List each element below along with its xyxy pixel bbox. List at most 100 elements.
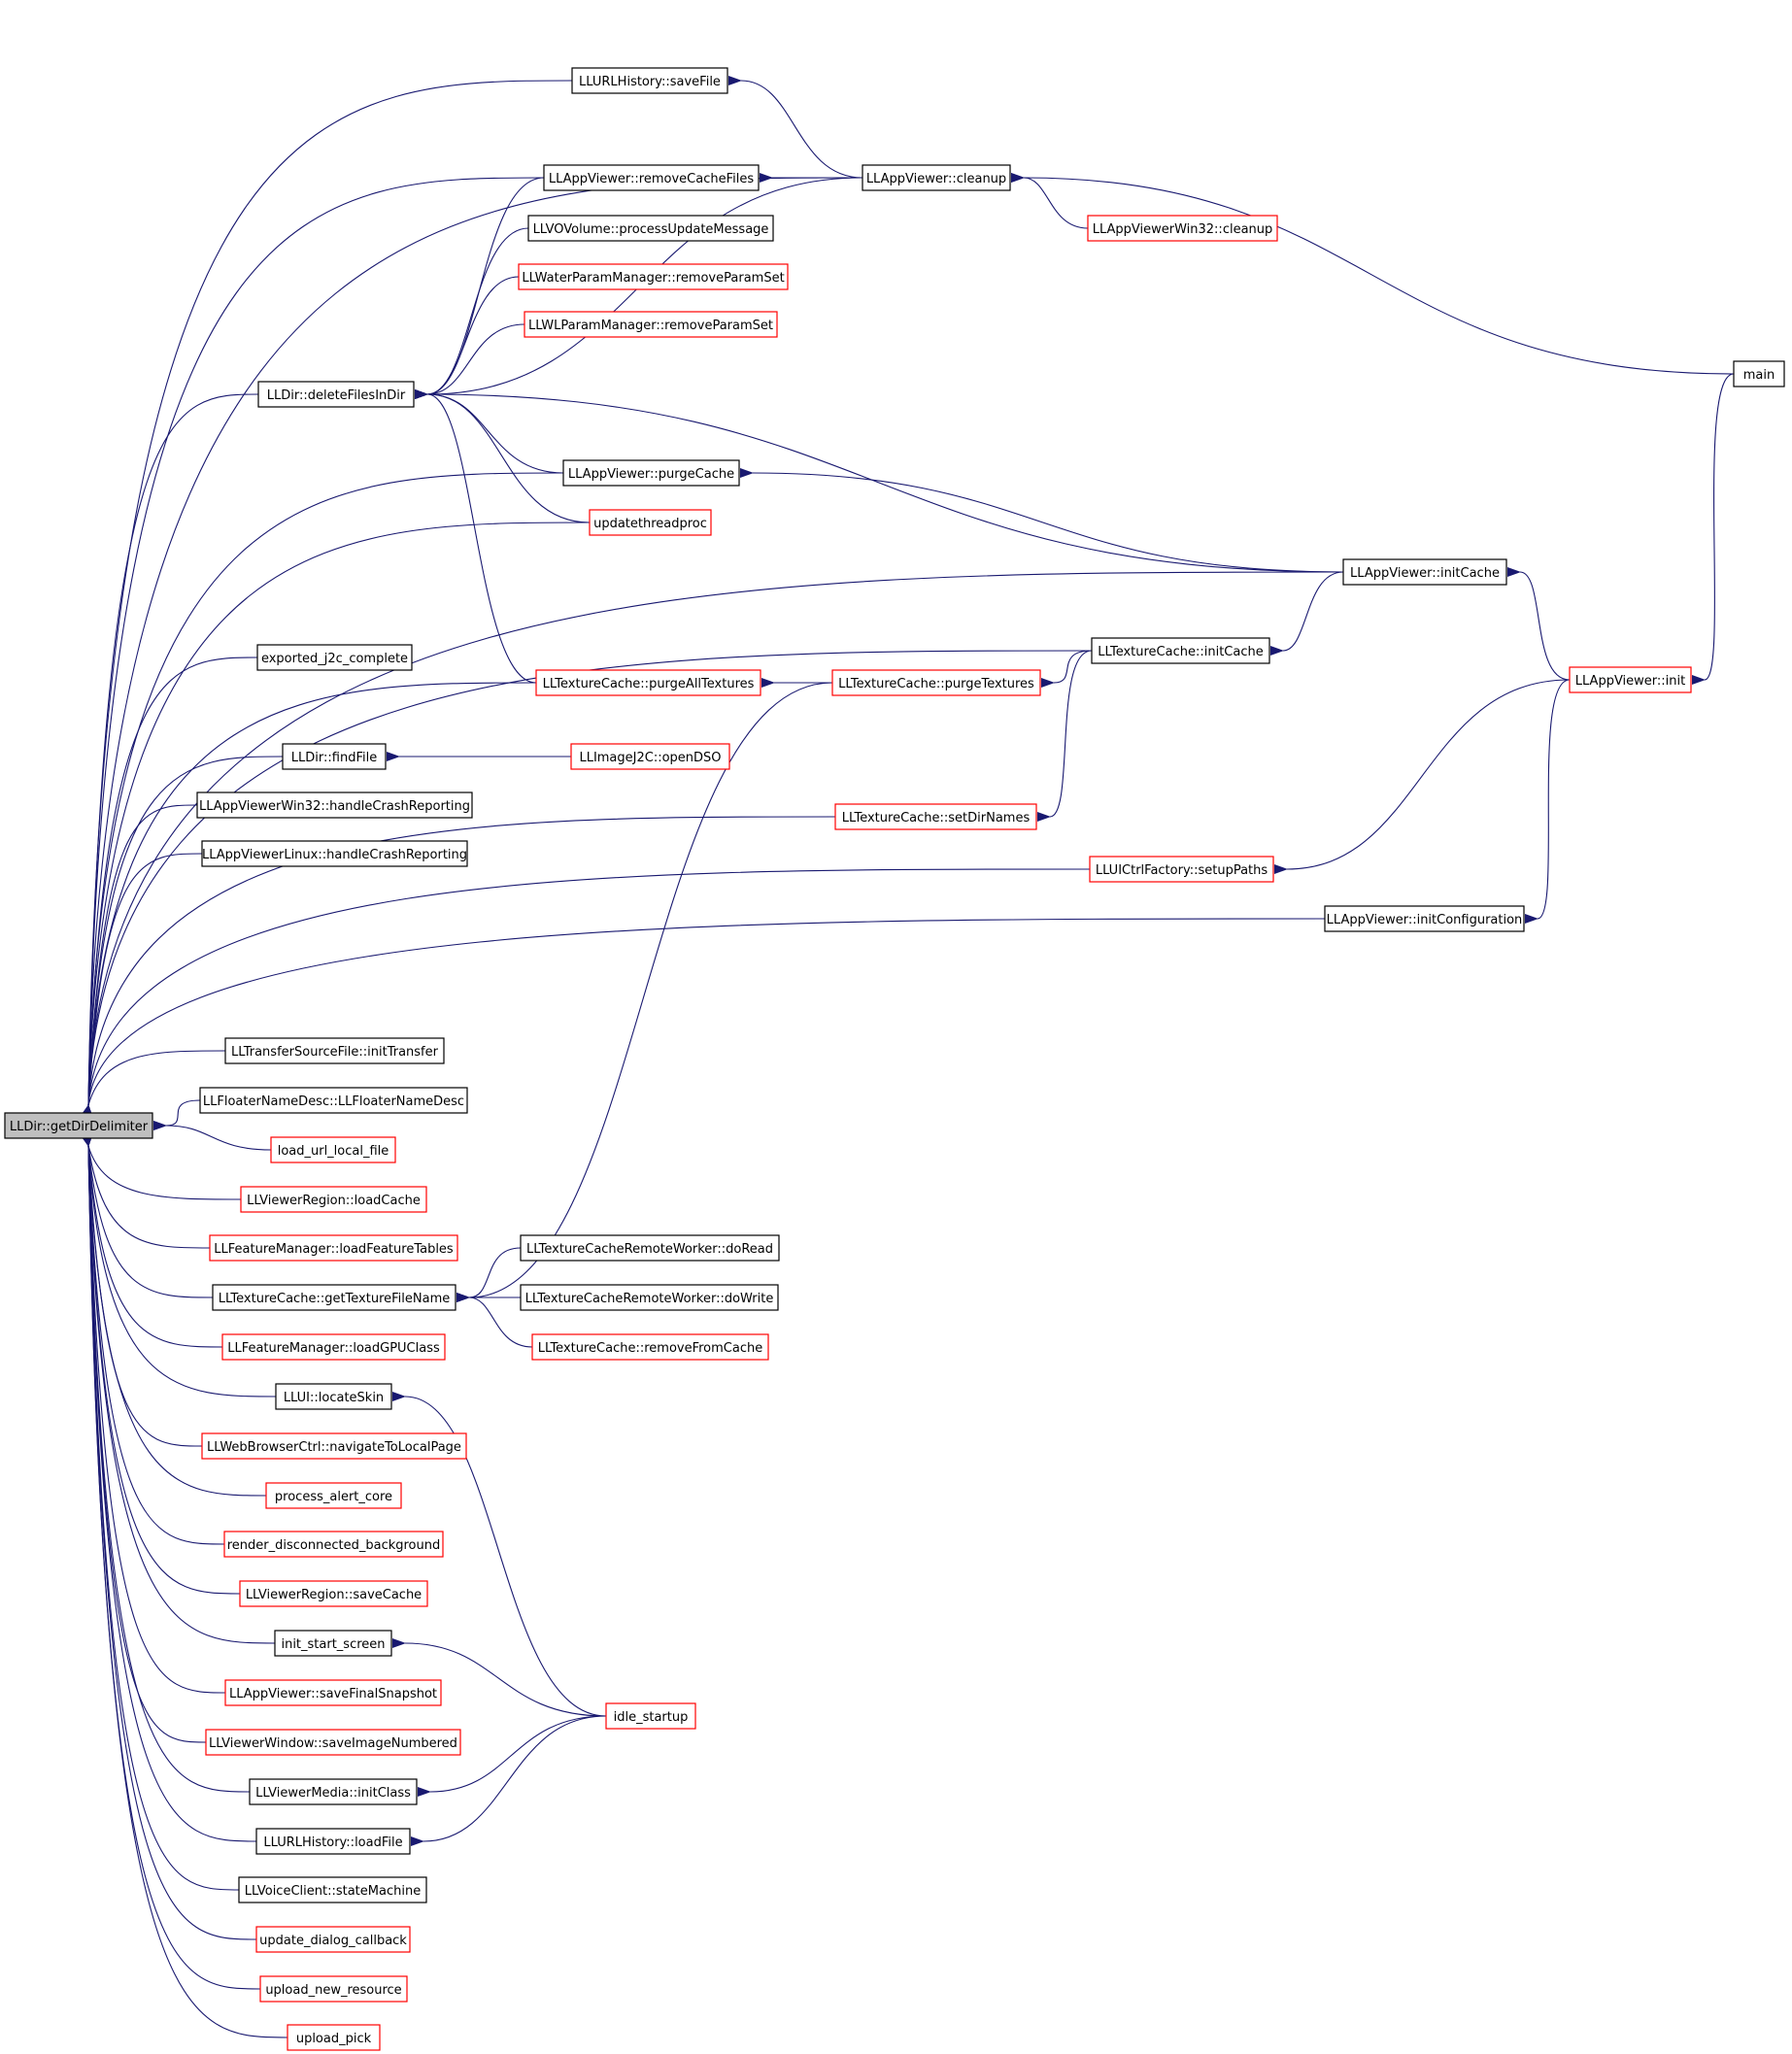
call-edge (83, 472, 564, 1119)
node-urlhistory-loadfile[interactable]: LLURLHistory::loadFile (255, 1828, 411, 1855)
node-load-url-local-file[interactable]: load_url_local_file (270, 1136, 396, 1163)
node-wlparam-removeparamset[interactable]: LLWLParamManager::removeParamSet (524, 311, 778, 338)
node-exported-j2c-complete[interactable]: exported_j2c_complete (256, 644, 413, 671)
node-appviewer-removecachefiles[interactable]: LLAppViewer::removeCacheFiles (543, 164, 760, 191)
node-appviewer-cleanup[interactable]: LLAppViewer::cleanup (862, 164, 1011, 191)
node-label: LLImageJ2C::openDSO (579, 751, 721, 765)
node-upload-new-resource[interactable]: upload_new_resource (259, 1975, 408, 2003)
call-edge (83, 522, 591, 1119)
node-box (589, 509, 712, 536)
call-edge (83, 177, 545, 1119)
node-featuremanager-loadgpuclass[interactable]: LLFeatureManager::loadGPUClass (221, 1333, 446, 1361)
node-texturecache-gettexturefilename[interactable]: LLTextureCache::getTextureFileName (212, 1284, 456, 1311)
node-box (259, 1975, 408, 2003)
node-box (199, 1087, 468, 1114)
call-edge (83, 804, 198, 1119)
node-box (562, 459, 740, 487)
node-box (265, 1482, 402, 1509)
node-box (531, 1333, 769, 1361)
node-box (196, 791, 473, 819)
node-appviewer-init[interactable]: LLAppViewer::init (1569, 666, 1692, 693)
node-label: LLAppViewerWin32::handleCrashReporting (199, 799, 470, 814)
node-label: LLViewerMedia::initClass (255, 1786, 411, 1801)
call-edge (1691, 373, 1735, 686)
node-appviewer-initconfiguration[interactable]: LLAppViewer::initConfiguration (1324, 905, 1525, 932)
node-floaternamedesc-ctor[interactable]: LLFloaterNameDesc::LLFloaterNameDesc (199, 1087, 468, 1114)
node-urlhistory-savefile[interactable]: LLURLHistory::saveFile (571, 67, 728, 94)
call-edge (727, 75, 863, 179)
node-box (527, 215, 774, 242)
node-waterparam-removeparamset[interactable]: LLWaterParamManager::removeParamSet (518, 263, 789, 290)
node-appviewerwin32-cleanup[interactable]: LLAppViewerWin32::cleanup (1087, 215, 1278, 242)
node-label: upload_pick (296, 2032, 372, 2046)
node-texturecache-removefromcache[interactable]: LLTextureCache::removeFromCache (531, 1333, 769, 1361)
call-edge (414, 276, 520, 400)
edges-layer (80, 75, 1735, 2038)
call-edge (83, 1132, 226, 1694)
node-process-alert-core[interactable]: process_alert_core (265, 1482, 402, 1509)
call-edge (1269, 571, 1344, 657)
node-texturecache-initcache[interactable]: LLTextureCache::initCache (1091, 637, 1270, 664)
node-updatethreadproc[interactable]: updatethreadproc (589, 509, 712, 536)
node-label: LLTextureCache::purgeTextures (838, 677, 1034, 691)
call-edge (83, 1132, 257, 1842)
nodes-layer: LLDir::getDirDelimiter LLURLHistory::save… (4, 67, 1785, 2051)
node-dir-deletefilesindir[interactable]: LLDir::deleteFilesInDir (257, 381, 415, 408)
node-ui-locateskin[interactable]: LLUI::locateSkin (275, 1383, 392, 1410)
node-viewermedia-initclass[interactable]: LLViewerMedia::initClass (249, 1778, 418, 1805)
node-dir-findfile[interactable]: LLDir::findFile (282, 743, 387, 770)
node-init-start-screen[interactable]: init_start_screen (274, 1630, 392, 1657)
node-texturecacheremoteworker-doread[interactable]: LLTextureCacheRemoteWorker::doRead (520, 1234, 780, 1262)
node-texturecacheremoteworker-dowrite[interactable]: LLTextureCacheRemoteWorker::doWrite (520, 1284, 779, 1311)
call-edge (83, 650, 1093, 1119)
node-box (862, 164, 1011, 191)
call-edge (414, 388, 1344, 573)
node-appviewer-initcache[interactable]: LLAppViewer::initCache (1342, 558, 1507, 586)
node-label: LLUI::locateSkin (284, 1391, 384, 1405)
node-viewerregion-loadcache[interactable]: LLViewerRegion::loadCache (240, 1186, 427, 1213)
node-box (257, 381, 415, 408)
node-appviewerlinux-handlecrashreporting[interactable]: LLAppViewerLinux::handleCrashReporting (201, 840, 468, 867)
node-box (224, 1679, 442, 1706)
node-label: LLURLHistory::saveFile (579, 75, 721, 89)
node-label: LLTextureCache::setDirNames (842, 811, 1031, 825)
node-uictrlfactory-setuppaths[interactable]: LLUICtrlFactory::setupPaths (1089, 856, 1274, 883)
node-label: updatethreadproc (593, 517, 707, 531)
node-render-disconnected-background[interactable]: render_disconnected_background (223, 1531, 444, 1558)
node-label: LLURLHistory::loadFile (263, 1835, 402, 1850)
node-label: LLDir::findFile (291, 751, 377, 765)
node-upload-pick[interactable]: upload_pick (287, 2024, 381, 2051)
node-texturecache-purgealltextures[interactable]: LLTextureCache::purgeAllTextures (535, 669, 761, 696)
node-label: LLTextureCacheRemoteWorker::doRead (526, 1242, 773, 1257)
node-appviewer-purgecache[interactable]: LLAppViewer::purgeCache (562, 459, 740, 487)
node-idle-startup[interactable]: idle_startup (605, 1702, 696, 1730)
node-transfersourcefile-inittransfer[interactable]: LLTransferSourceFile::initTransfer (224, 1037, 445, 1064)
node-voiceclient-statemachine[interactable]: LLVoiceClient::stateMachine (238, 1876, 427, 1903)
node-texturecache-setdirnames[interactable]: LLTextureCache::setDirNames (834, 803, 1037, 830)
node-viewerwindow-saveimagenumbered[interactable]: LLViewerWindow::saveImageNumbered (205, 1729, 461, 1756)
node-texturecache-purgetextures[interactable]: LLTextureCache::purgeTextures (831, 669, 1041, 696)
node-root[interactable]: LLDir::getDirDelimiter (4, 1112, 153, 1139)
node-main[interactable]: main (1733, 360, 1785, 387)
call-edge (410, 1715, 607, 1847)
node-webbrowserctrl-navigatetolocalpage[interactable]: LLWebBrowserCtrl::navigateToLocalPage (201, 1432, 467, 1460)
node-vovolume-processupdatemessage[interactable]: LLVOVolume::processUpdateMessage (527, 215, 774, 242)
call-edge (152, 1099, 201, 1131)
call-edge (83, 1132, 223, 1348)
node-appviewer-savefinalsnapshot[interactable]: LLAppViewer::saveFinalSnapshot (224, 1679, 442, 1706)
node-box (238, 1876, 427, 1903)
node-box (255, 1926, 411, 1953)
node-box (535, 669, 761, 696)
node-update-dialog-callback[interactable]: update_dialog_callback (255, 1926, 411, 1953)
node-label: LLAppViewer::initConfiguration (1327, 913, 1523, 927)
node-box (1087, 215, 1278, 242)
node-label: LLTextureCache::removeFromCache (538, 1341, 762, 1356)
call-edge (82, 918, 1326, 1119)
call-edge (1273, 679, 1571, 875)
node-label: LLTextureCacheRemoteWorker::doWrite (525, 1292, 774, 1306)
node-featuremanager-loadfeaturetables[interactable]: LLFeatureManager::loadFeatureTables (209, 1234, 458, 1262)
node-label: LLAppViewer::init (1575, 674, 1685, 689)
node-imagej2c-opendso[interactable]: LLImageJ2C::openDSO (570, 743, 730, 770)
node-appviewerwin32-handlecrashreporting[interactable]: LLAppViewerWin32::handleCrashReporting (196, 791, 473, 819)
node-viewerregion-savecache[interactable]: LLViewerRegion::saveCache (239, 1580, 428, 1607)
